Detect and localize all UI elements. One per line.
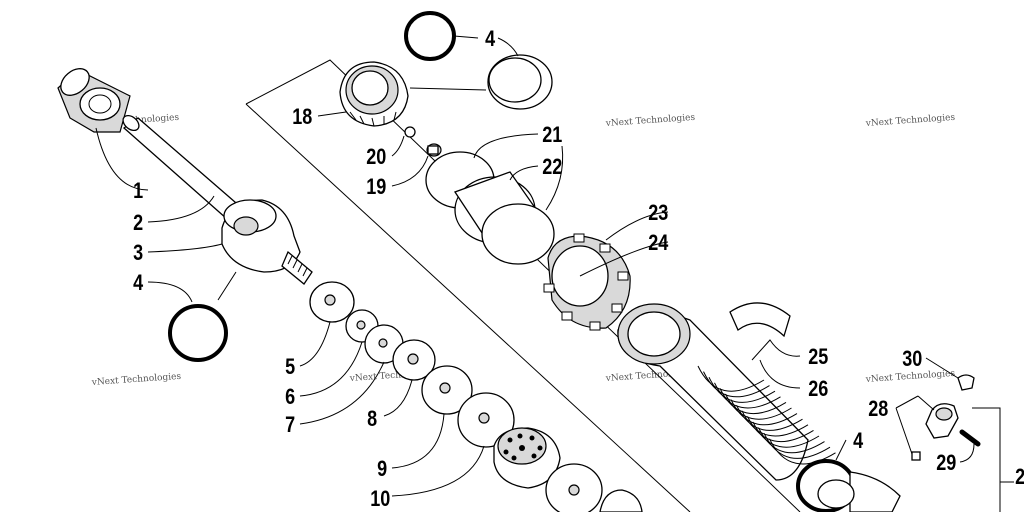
callout-2-edge: 2 bbox=[1015, 465, 1024, 489]
callout-18: 18 bbox=[292, 105, 312, 129]
thread-ring bbox=[730, 399, 798, 426]
callout-19: 19 bbox=[366, 175, 386, 199]
part-28-valve-body bbox=[911, 403, 959, 461]
thread-ring bbox=[763, 432, 831, 459]
thread-ring bbox=[714, 382, 781, 409]
leader-lines bbox=[95, 35, 1014, 512]
part-30-screw bbox=[957, 374, 975, 391]
callout-10: 10 bbox=[370, 487, 390, 511]
part-4-oring-left bbox=[168, 304, 228, 362]
thread-ring bbox=[769, 438, 836, 465]
callout-8: 8 bbox=[367, 407, 377, 431]
callout-9: 9 bbox=[377, 457, 387, 481]
part-25-spring-collar bbox=[729, 302, 791, 338]
callout-25: 25 bbox=[808, 345, 828, 369]
thread-ring bbox=[758, 427, 825, 454]
part-5-washer bbox=[309, 281, 355, 323]
callout-1: 1 bbox=[133, 179, 143, 203]
part-4-oring-top bbox=[404, 11, 456, 61]
part-20-small-oring bbox=[404, 126, 416, 138]
callout-4-top: 4 bbox=[485, 27, 496, 51]
watermark-2: vNext Technologies bbox=[605, 113, 696, 129]
thread-ring bbox=[697, 365, 765, 392]
thread-ring bbox=[752, 421, 820, 448]
callout-30: 30 bbox=[902, 347, 922, 371]
thread-ring bbox=[708, 376, 776, 403]
callout-28: 28 bbox=[868, 397, 888, 421]
thread-ring bbox=[747, 416, 814, 443]
part-12-shim bbox=[599, 489, 643, 512]
callout-5: 5 bbox=[285, 355, 295, 379]
thread-ring bbox=[736, 404, 803, 431]
callout-23: 23 bbox=[648, 201, 668, 225]
part-11-shim bbox=[545, 463, 603, 512]
reservoir-end-fitting bbox=[817, 471, 901, 512]
callout-22: 22 bbox=[542, 155, 562, 179]
callout-29: 29 bbox=[936, 451, 956, 475]
part-4-wear-band bbox=[487, 54, 553, 110]
thread-ring bbox=[725, 393, 792, 420]
part-9b-shim bbox=[457, 392, 515, 448]
part-26-shock-body bbox=[617, 303, 836, 481]
callout-labels: 1 2 3 4 4 4 5 6 7 8 9 10 18 19 20 21 22 … bbox=[133, 27, 1024, 511]
part-9-shim bbox=[421, 365, 473, 415]
watermark-3: vNext Technologies bbox=[865, 113, 956, 129]
callout-20: 20 bbox=[366, 145, 386, 169]
callout-7: 7 bbox=[285, 413, 295, 437]
part-29-seal bbox=[959, 429, 981, 447]
part-10-piston bbox=[493, 427, 561, 489]
part-3-piston-body bbox=[221, 199, 313, 285]
watermark-4: vNext Technologies bbox=[91, 372, 182, 388]
callout-6: 6 bbox=[285, 385, 295, 409]
callout-2: 2 bbox=[133, 211, 143, 235]
part-18-reservoir-cap bbox=[339, 61, 409, 127]
callout-21: 21 bbox=[542, 123, 562, 147]
callout-4-bottom: 4 bbox=[853, 429, 864, 453]
callout-4-left: 4 bbox=[133, 271, 144, 295]
callout-26: 26 bbox=[808, 377, 828, 401]
thread-ring bbox=[719, 388, 787, 415]
part-1-rod-eye bbox=[57, 68, 131, 133]
part-21-floating-piston bbox=[425, 151, 555, 265]
callout-3: 3 bbox=[133, 241, 143, 265]
part-23-adjuster-ring bbox=[543, 233, 631, 331]
callout-24: 24 bbox=[648, 231, 669, 255]
part-19-valve bbox=[426, 143, 442, 157]
part-8-shim bbox=[392, 339, 436, 381]
thread-ring bbox=[703, 371, 770, 398]
thread-ring bbox=[741, 410, 809, 437]
